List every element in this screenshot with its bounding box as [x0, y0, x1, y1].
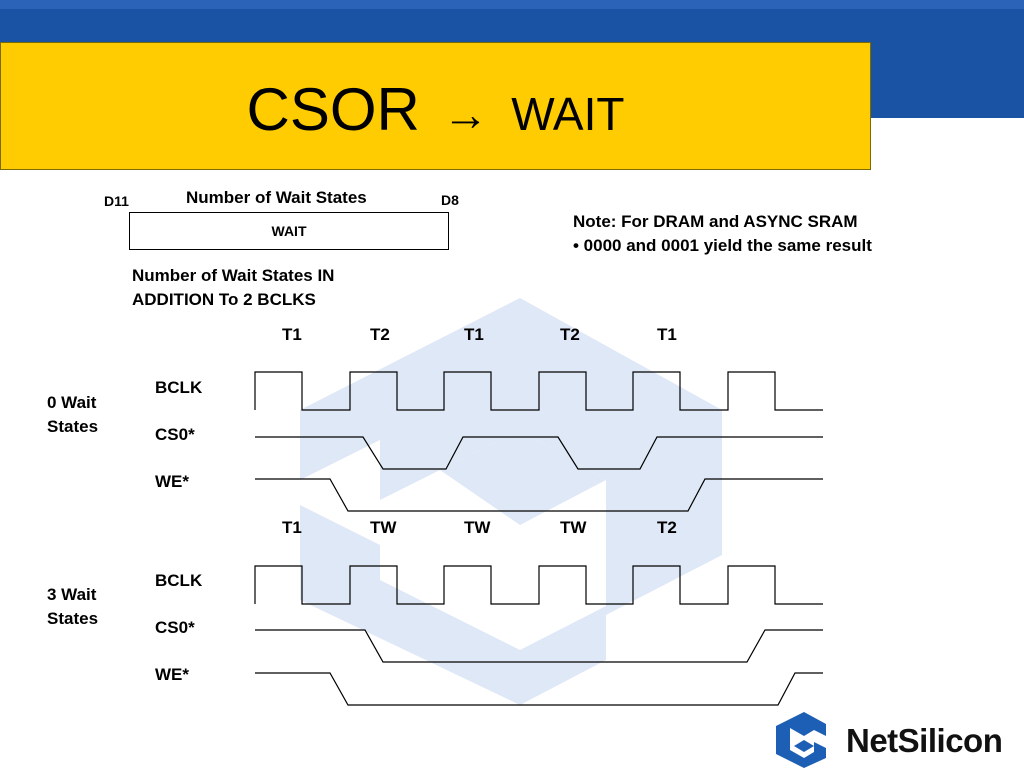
register-field-name: WAIT [271, 223, 307, 239]
signal-label-we: WE* [155, 472, 189, 491]
signal-label-cs0: CS0* [155, 618, 195, 637]
register-field-box: WAIT [129, 212, 449, 250]
description-line-2: ADDITION To 2 BCLKS [132, 290, 316, 309]
signal-label-bclk: BCLK [155, 571, 203, 590]
state-line-1: 0 Wait [47, 393, 97, 412]
cycle-label: T1 [464, 325, 484, 344]
signal-label-bclk: BCLK [155, 378, 203, 397]
bclk-waveform-3 [254, 565, 823, 605]
arrow-icon: → [442, 88, 489, 140]
register-description: Number of Wait States IN ADDITION To 2 B… [132, 264, 334, 312]
slide-title: CSOR → WAIT [0, 72, 871, 152]
we-waveform-0 [255, 478, 823, 512]
register-field-title: Number of Wait States [186, 188, 367, 207]
note: Note: For DRAM and ASYNC SRAM • 0000 and… [573, 210, 872, 258]
cycle-label: TW [560, 518, 587, 537]
cycle-label: T2 [657, 518, 677, 537]
cycle-label: T2 [370, 325, 390, 344]
we-waveform-3 [255, 672, 823, 706]
title-main: CSOR [246, 76, 420, 143]
cycle-label: T1 [282, 325, 302, 344]
state-line-2: States [47, 609, 99, 628]
wait-state-label-3: 3 Wait States [47, 583, 98, 631]
watermark-shape [300, 298, 722, 705]
netsilicon-logo-icon [776, 712, 826, 768]
state-line-1: 3 Wait [47, 585, 97, 604]
cycle-label: TW [464, 518, 491, 537]
cycle-label: T2 [560, 325, 580, 344]
description-line-1: Number of Wait States IN [132, 266, 335, 285]
register-high-bit: D11 [104, 193, 129, 209]
cycle-label: T1 [282, 518, 302, 537]
cs0-waveform-3 [255, 629, 823, 663]
register-low-bit: D8 [441, 192, 459, 208]
cs0-waveform-0 [255, 436, 823, 470]
title-box [0, 42, 871, 170]
note-line-1: Note: For DRAM and ASYNC SRAM [573, 212, 858, 231]
title-sub: WAIT [511, 88, 625, 140]
signal-label-we: WE* [155, 665, 189, 684]
logo-text: NetSilicon [846, 722, 1003, 759]
header-edge [0, 0, 1024, 9]
note-line-2: • 0000 and 0001 yield the same result [573, 236, 872, 255]
wait-state-label-0: 0 Wait States [47, 391, 98, 439]
cycle-label: T1 [657, 325, 677, 344]
cycle-label: TW [370, 518, 397, 537]
bclk-waveform-0 [254, 371, 823, 411]
signal-label-cs0: CS0* [155, 425, 195, 444]
state-line-2: States [47, 417, 99, 436]
